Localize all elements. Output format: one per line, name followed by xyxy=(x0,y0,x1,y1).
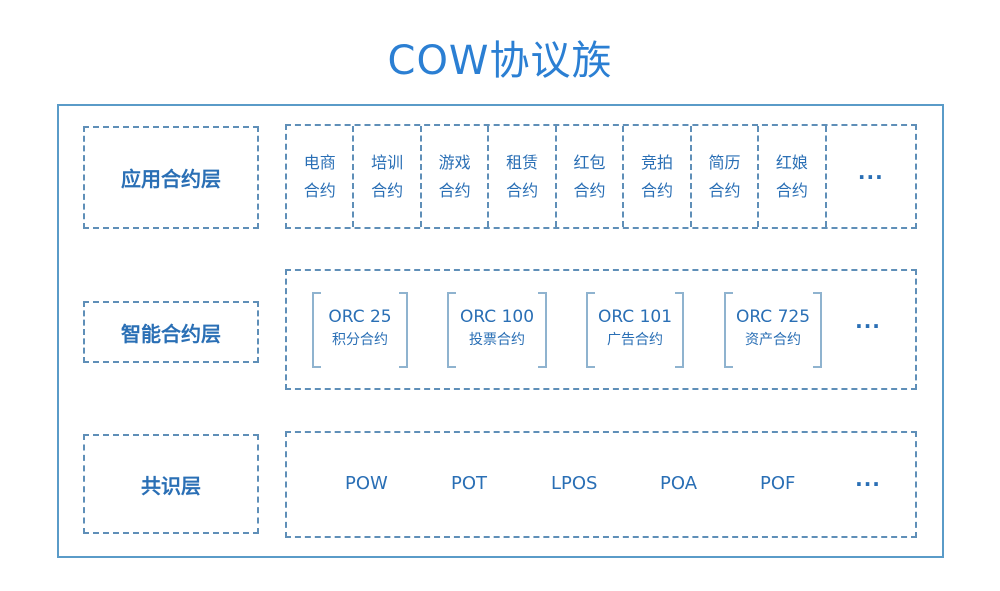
orc-code: ORC 100 xyxy=(459,307,535,327)
ellipsis-icon: ··· xyxy=(855,314,881,338)
contract-line2: 合约 xyxy=(640,180,673,200)
bracket-left xyxy=(447,292,456,368)
consensus-algorithm: POT xyxy=(451,473,488,494)
consensus-algorithm: POW xyxy=(345,473,388,494)
more-contracts-cell: ··· xyxy=(827,126,915,227)
orc-name: 资产合约 xyxy=(745,332,801,348)
contract-line1: 电商 xyxy=(303,152,336,172)
smart-contracts-box xyxy=(285,269,917,390)
contract-line1: 游戏 xyxy=(438,152,471,172)
bracket-left xyxy=(724,292,733,368)
contract-line2: 合约 xyxy=(303,180,336,200)
orc-standard: ORC 101 广告合约 xyxy=(586,292,684,368)
diagram-title: COW协议族 xyxy=(387,38,613,84)
consensus-algorithm: POA xyxy=(660,473,698,494)
bracket-left xyxy=(312,292,321,368)
consensus-box xyxy=(285,431,917,538)
contract-line2: 合约 xyxy=(775,180,808,200)
contract-line2: 合约 xyxy=(371,180,404,200)
bracket-left xyxy=(586,292,595,368)
orc-code: ORC 101 xyxy=(597,307,673,327)
contract-line2: 合约 xyxy=(708,180,741,200)
contract-cell: 竞拍 合约 xyxy=(624,126,692,227)
consensus-algorithm: LPOS xyxy=(551,473,598,494)
contract-line1: 红包 xyxy=(573,152,606,172)
ellipsis-icon: ··· xyxy=(855,472,881,496)
bracket-right xyxy=(813,292,822,368)
contract-cell: 红娘 合约 xyxy=(759,126,827,227)
contract-line1: 培训 xyxy=(371,152,404,172)
application-layer-label: 应用合约层 xyxy=(83,126,259,229)
consensus-algorithm: POF xyxy=(760,473,796,494)
orc-name: 广告合约 xyxy=(607,332,663,348)
contract-line1: 租赁 xyxy=(506,152,539,172)
consensus-layer-label: 共识层 xyxy=(83,434,259,534)
contract-line1: 红娘 xyxy=(775,152,808,172)
orc-code: ORC 25 xyxy=(328,307,392,327)
contract-cell: 租赁 合约 xyxy=(489,126,557,227)
orc-code: ORC 725 xyxy=(735,307,811,327)
contract-line1: 竞拍 xyxy=(640,152,673,172)
orc-name: 投票合约 xyxy=(469,332,525,348)
orc-standard: ORC 100 投票合约 xyxy=(447,292,547,368)
orc-standard: ORC 25 积分合约 xyxy=(312,292,408,368)
contract-cell: 红包 合约 xyxy=(557,126,625,227)
bracket-right xyxy=(399,292,408,368)
contract-line2: 合约 xyxy=(573,180,606,200)
application-contracts-box: 电商 合约 培训 合约 游戏 合约 租赁 合约 红包 合约 竞拍 合约 简历 合… xyxy=(285,124,917,229)
orc-name: 积分合约 xyxy=(332,332,388,348)
protocol-frame xyxy=(57,104,944,558)
contract-line2: 合约 xyxy=(506,180,539,200)
contract-cell: 培训 合约 xyxy=(354,126,422,227)
ellipsis-icon: ··· xyxy=(857,164,884,189)
contract-cell: 游戏 合约 xyxy=(422,126,490,227)
contract-cell: 简历 合约 xyxy=(692,126,760,227)
bracket-right xyxy=(538,292,547,368)
smart-layer-label: 智能合约层 xyxy=(83,301,259,363)
contract-cell: 电商 合约 xyxy=(287,126,355,227)
bracket-right xyxy=(675,292,684,368)
contract-line1: 简历 xyxy=(708,152,741,172)
contract-line2: 合约 xyxy=(438,180,471,200)
orc-standard: ORC 725 资产合约 xyxy=(724,292,822,368)
